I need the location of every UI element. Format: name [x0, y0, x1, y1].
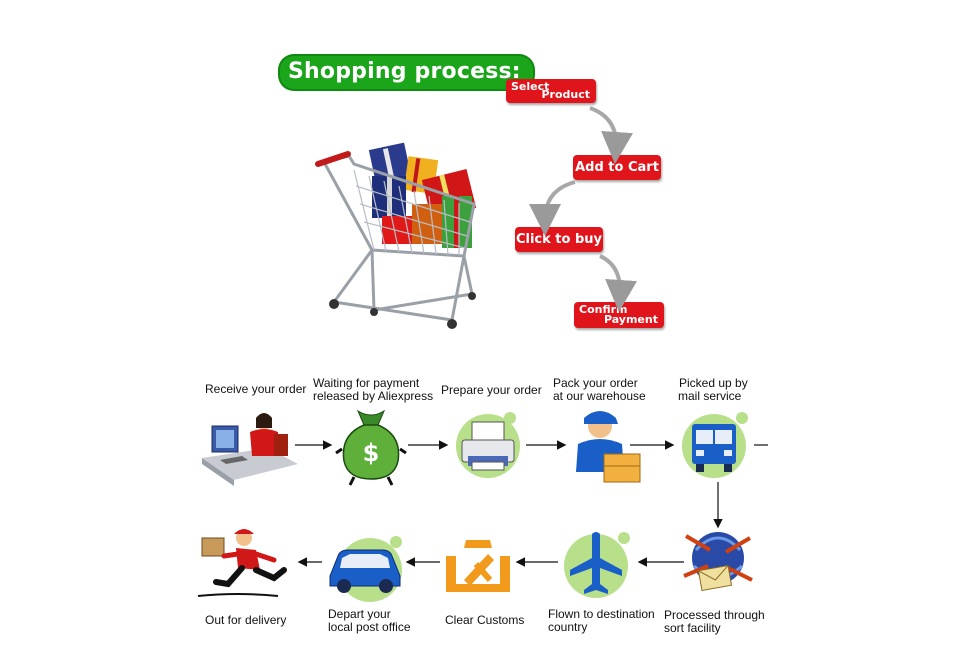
money-bag-icon: $	[335, 409, 407, 486]
airplane-icon	[564, 532, 630, 598]
label-out-for-delivery: Out for delivery	[205, 613, 287, 627]
shopping-cart-icon	[315, 142, 477, 329]
curve-arrow-2	[529, 180, 576, 236]
step-line2: Payment	[603, 313, 658, 326]
step-select-product: Select Product	[506, 79, 596, 103]
curve-arrow-1	[589, 106, 634, 164]
sort-facility-icon	[683, 532, 753, 592]
step-line1: Confirm	[579, 303, 628, 316]
svg-text:$: $	[363, 439, 380, 467]
courier-icon	[197, 529, 287, 597]
step-label: Add to Cart	[575, 160, 659, 175]
customs-icon	[446, 540, 510, 592]
step-confirm-payment: Confirm Payment	[574, 302, 664, 328]
packer-icon	[576, 411, 641, 483]
label-prepare-order: Prepare your order	[441, 383, 542, 397]
computer-user-icon	[202, 413, 298, 486]
truck-icon	[682, 412, 748, 478]
curve-arrow-3	[599, 254, 638, 312]
printer-icon	[456, 412, 520, 478]
label-receive-order: Receive your order	[205, 382, 307, 396]
step-line2: Product	[541, 88, 590, 101]
step-line1: Select	[511, 80, 550, 93]
label-clear-customs: Clear Customs	[445, 613, 525, 627]
page-title: Shopping process:	[280, 56, 533, 89]
car-icon	[329, 536, 402, 602]
step-add-to-cart: Add to Cart	[573, 155, 661, 180]
